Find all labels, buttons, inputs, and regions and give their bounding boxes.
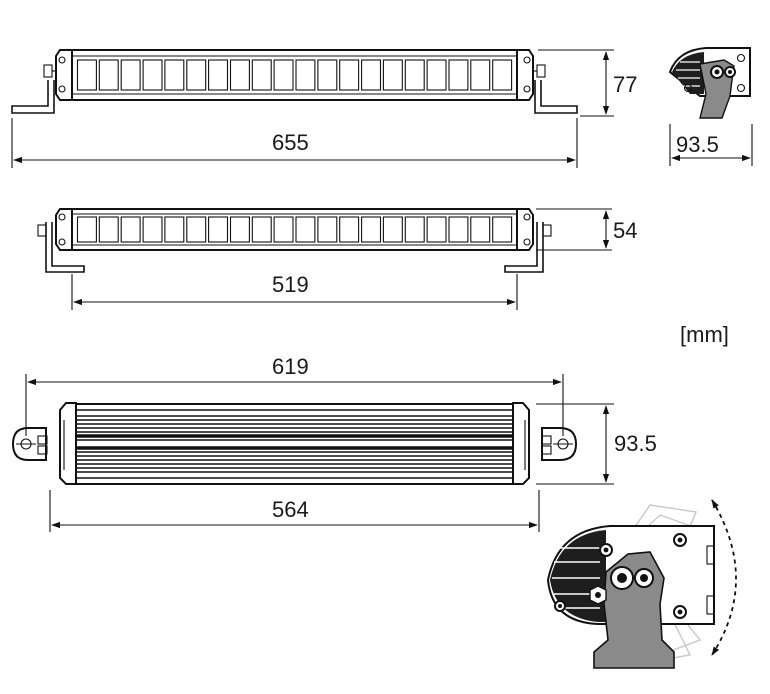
dim-side-depth-top: 93.5 (669, 124, 753, 166)
led-cell (120, 216, 141, 243)
led-cell (164, 216, 185, 243)
led-cell (404, 59, 425, 91)
dim-label-655: 655 (272, 130, 309, 155)
led-cell (164, 59, 185, 91)
heatsink-fins (76, 409, 513, 479)
led-cell (98, 59, 119, 91)
led-cell (229, 59, 250, 91)
dim-bottom-height: 93.5 (536, 403, 657, 485)
led-cell (317, 59, 338, 91)
led-cell (492, 216, 513, 243)
led-cell (120, 59, 141, 91)
led-cell (142, 216, 163, 243)
led-cell (273, 216, 294, 243)
led-cell (361, 59, 382, 91)
middle-front-view (37, 208, 552, 273)
led-cell (273, 59, 294, 91)
led-cell (251, 216, 272, 243)
led-cell (361, 216, 382, 243)
dim-middle-height: 54 (536, 208, 637, 251)
led-cell (448, 216, 469, 243)
dim-bottom-body: 564 (49, 490, 540, 532)
led-cell (295, 216, 316, 243)
led-cell (76, 216, 97, 243)
dim-top-length: 655 (11, 118, 578, 168)
dim-middle-span: 519 (71, 272, 518, 310)
led-cell (404, 216, 425, 243)
dim-bottom-overall: 619 (25, 354, 564, 436)
led-cell (142, 59, 163, 91)
led-cell (426, 216, 447, 243)
led-cell (98, 216, 119, 243)
dim-label-564: 564 (272, 497, 309, 522)
led-cell (208, 216, 229, 243)
dim-label-93-5-top: 93.5 (676, 132, 719, 157)
dim-label-54: 54 (613, 218, 637, 243)
led-cell (339, 216, 360, 243)
bottom-plan-view (11, 402, 578, 485)
led-cell (448, 59, 469, 91)
led-cell (229, 216, 250, 243)
dim-label-619: 619 (272, 354, 309, 379)
led-cell (382, 216, 403, 243)
led-cell (186, 59, 207, 91)
led-cell (339, 59, 360, 91)
led-cell (251, 59, 272, 91)
led-cell (492, 59, 513, 91)
led-cell (317, 216, 338, 243)
unit-label: [mm] (680, 322, 729, 347)
led-cells-middle (76, 216, 513, 243)
side-profile-small (668, 47, 751, 119)
side-profile-large (546, 499, 737, 669)
led-cell (382, 59, 403, 91)
led-cell (426, 59, 447, 91)
dim-label-93-5-bottom: 93.5 (614, 431, 657, 456)
dim-label-519: 519 (272, 272, 309, 297)
led-cell (470, 216, 491, 243)
led-cell (295, 59, 316, 91)
led-cell (186, 216, 207, 243)
dim-label-77: 77 (613, 72, 637, 97)
top-front-view (11, 49, 578, 114)
led-cells-top (76, 59, 513, 91)
led-cell (208, 59, 229, 91)
dim-top-height: 77 (538, 49, 637, 117)
led-cell (470, 59, 491, 91)
led-cell (76, 59, 97, 91)
